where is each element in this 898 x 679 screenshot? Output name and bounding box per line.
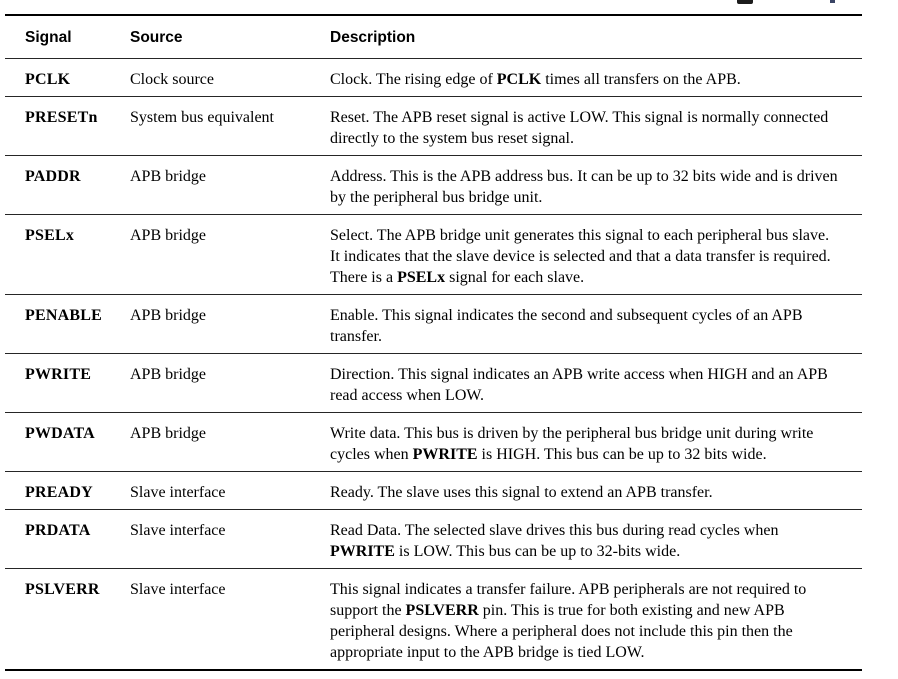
table-row: PSELx APB bridge Select. The APB bridge un… [5,215,862,295]
description-line: by the peripheral bus bridge unit. [330,187,876,208]
text-segment: peripheral designs. Where a peripheral d… [330,623,793,640]
text-segment: by the peripheral bus bridge unit. [330,189,543,206]
source-cell: APB bridge [130,425,206,442]
description-line: Select. The APB bridge unit generates th… [330,225,876,246]
table-row: PWDATA APB bridge Write data. This bus is … [5,413,862,472]
description-line: cycles when PWRITE is HIGH. This bus can… [330,444,876,465]
text-segment: There is a [330,269,398,286]
cropped-heading-descender [830,0,835,3]
text-segment: Write data. This bus is driven by the pe… [330,425,814,442]
source-cell: Clock source [130,71,214,88]
description-cell: Address. This is the APB address bus. It… [330,156,876,214]
signal-cell: PWDATA [25,425,95,442]
description-line: This signal indicates a transfer failure… [330,579,876,600]
source-cell: APB bridge [130,227,206,244]
text-segment: Direction. This signal indicates an APB … [330,366,828,383]
source-cell: Slave interface [130,581,226,598]
description-cell: Reset. The APB reset signal is active LO… [330,97,876,155]
table-row: PRDATA Slave interface Read Data. The sele… [5,510,862,569]
bold-signal-reference: PSELx [397,269,446,286]
cropped-heading-descender [737,0,753,4]
description-line: support the PSLVERR pin. This is true fo… [330,600,876,621]
text-segment: It indicates that the slave device is se… [330,248,831,265]
table-row: PREADY Slave interface Ready. The slave us… [5,472,862,510]
description-line: read access when LOW. [330,385,876,406]
table-body: PCLK Clock source Clock. The rising edge o… [5,59,862,669]
text-segment: appropriate input to the APB bridge is t… [330,644,645,661]
description-line: There is a PSELx signal for each slave. [330,267,876,288]
text-segment: Enable. This signal indicates the second… [330,307,803,324]
source-cell: Slave interface [130,484,226,501]
table-row: PSLVERR Slave interface This signal indica… [5,569,862,669]
description-line: peripheral designs. Where a peripheral d… [330,621,876,642]
signal-cell: PWRITE [25,366,92,383]
signal-cell: PENABLE [25,307,102,324]
description-line: appropriate input to the APB bridge is t… [330,642,876,663]
text-segment: Reset. The APB reset signal is active LO… [330,109,829,126]
description-line: Write data. This bus is driven by the pe… [330,423,876,444]
table-row: PENABLE APB bridge Enable. This signal ind… [5,295,862,354]
source-cell: APB bridge [130,168,206,185]
signal-cell: PRDATA [25,522,91,539]
table-header-row: Signal Source Description [5,16,862,59]
description-line: It indicates that the slave device is se… [330,246,876,267]
description-cell: Clock. The rising edge of PCLK times all… [330,59,876,96]
text-segment: Address. This is the APB address bus. It… [330,168,838,185]
column-header-description: Description [330,29,416,46]
signal-cell: PSELx [25,227,75,244]
source-cell: System bus equivalent [130,109,274,126]
description-line: Address. This is the APB address bus. It… [330,166,876,187]
description-cell: Direction. This signal indicates an APB … [330,354,876,412]
text-segment: support the [330,602,406,619]
description-cell: Enable. This signal indicates the second… [330,295,876,353]
description-line: directly to the system bus reset signal. [330,128,876,149]
description-line: Ready. The slave uses this signal to ext… [330,482,876,503]
bold-signal-reference: PCLK [496,71,542,88]
text-segment: transfer. [330,328,382,345]
description-cell: Write data. This bus is driven by the pe… [330,413,876,471]
text-segment: Select. The APB bridge unit generates th… [330,227,830,244]
table-row: PRESETn System bus equivalent Reset. The A… [5,97,862,156]
source-cell: APB bridge [130,307,206,324]
signal-cell: PADDR [25,168,81,185]
description-line: Enable. This signal indicates the second… [330,305,876,326]
column-header-signal: Signal [25,29,72,46]
signal-cell: PREADY [25,484,93,501]
table-row: PCLK Clock source Clock. The rising edge o… [5,59,862,97]
text-segment: read access when LOW. [330,387,485,404]
description-cell: Ready. The slave uses this signal to ext… [330,472,876,509]
signal-cell: PRESETn [25,109,98,126]
text-segment: pin. This is true for both existing and … [478,602,785,619]
description-line: Direction. This signal indicates an APB … [330,364,876,385]
description-cell: This signal indicates a transfer failure… [330,569,876,669]
source-cell: Slave interface [130,522,226,539]
description-line: Clock. The rising edge of PCLK times all… [330,69,876,90]
source-cell: APB bridge [130,366,206,383]
signal-cell: PSLVERR [25,581,100,598]
table-row: PADDR APB bridge Address. This is the APB … [5,156,862,215]
bold-signal-reference: PSLVERR [405,602,479,619]
description-line: Reset. The APB reset signal is active LO… [330,107,876,128]
column-header-source: Source [130,29,183,46]
text-segment: directly to the system bus reset signal. [330,130,574,147]
bold-signal-reference: PWRITE [412,446,478,463]
description-line: Read Data. The selected slave drives thi… [330,520,876,541]
signal-description-table: Signal Source Description PCLK Clock sour… [5,14,862,671]
text-segment: times all transfers on the APB. [541,71,741,88]
signal-cell: PCLK [25,71,71,88]
description-cell: Select. The APB bridge unit generates th… [330,215,876,294]
text-segment: Ready. The slave uses this signal to ext… [330,484,713,501]
description-line: transfer. [330,326,876,347]
description-cell: Read Data. The selected slave drives thi… [330,510,876,568]
text-segment: is HIGH. This bus can be up to 32 bits w… [477,446,767,463]
text-segment: This signal indicates a transfer failure… [330,581,807,598]
text-segment: Read Data. The selected slave drives thi… [330,522,779,539]
text-segment: Clock. The rising edge of [330,71,497,88]
text-segment: cycles when [330,446,413,463]
table-row: PWRITE APB bridge Direction. This signal i… [5,354,862,413]
description-line: PWRITE is LOW. This bus can be up to 32-… [330,541,876,562]
text-segment: is LOW. This bus can be up to 32-bits wi… [394,543,681,560]
bold-signal-reference: PWRITE [330,543,395,560]
text-segment: signal for each slave. [445,269,585,286]
